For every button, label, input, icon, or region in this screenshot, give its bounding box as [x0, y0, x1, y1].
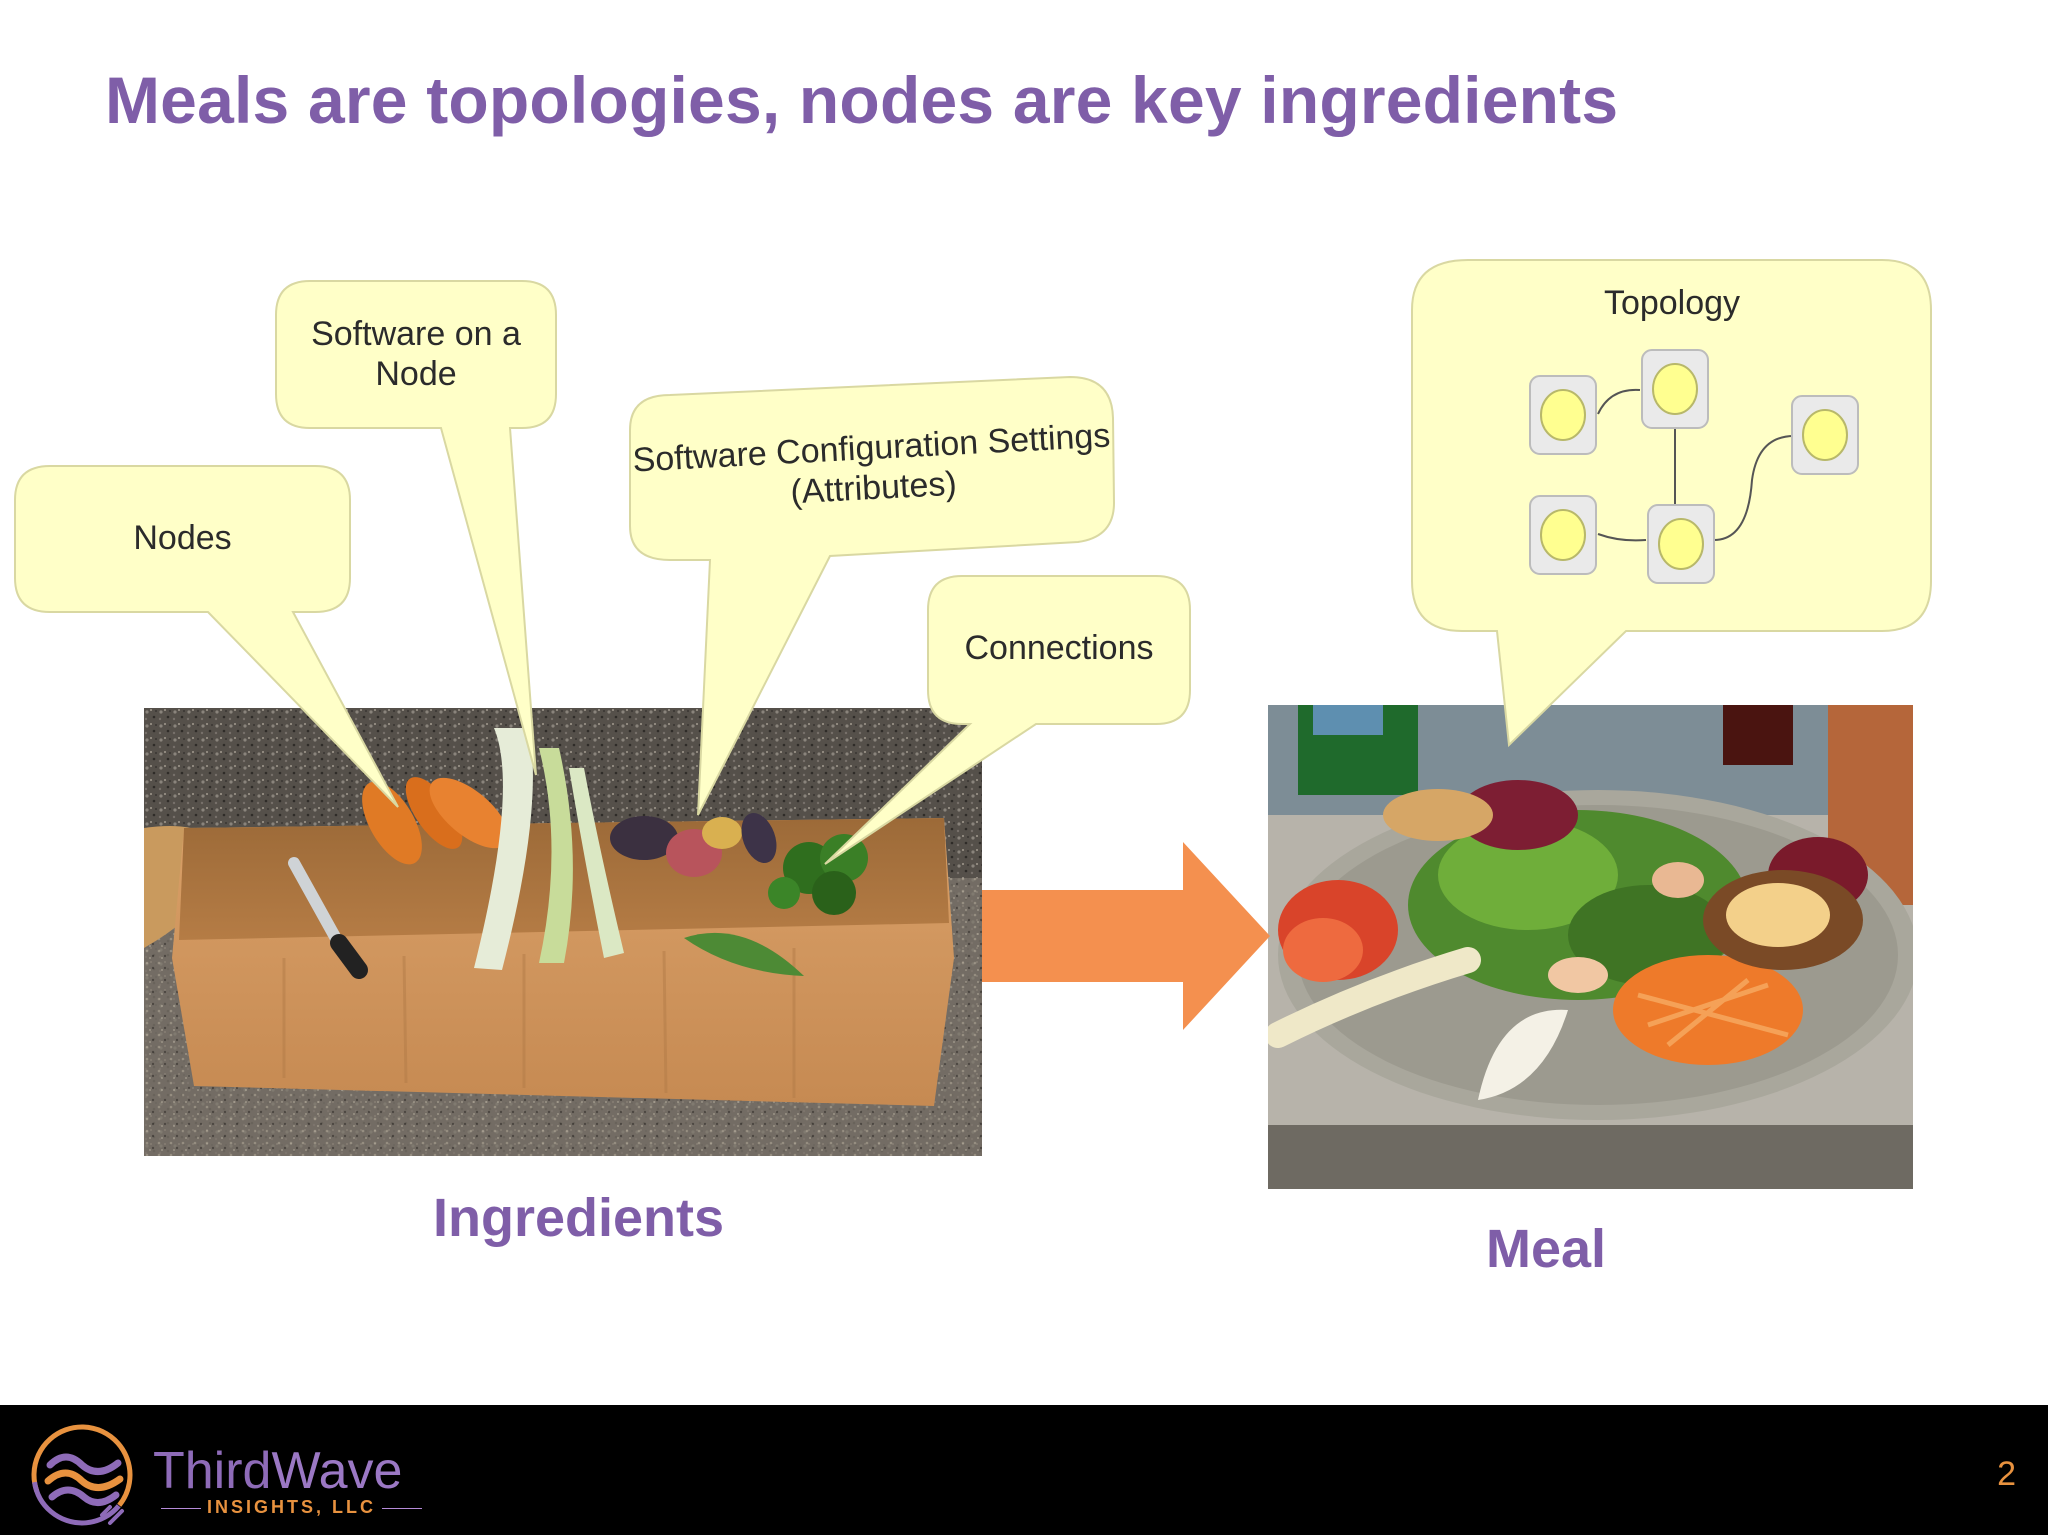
software-config-label: Software Configuration Settings (Attribu…: [631, 416, 1112, 512]
topology-nodes: [1529, 349, 1859, 584]
page-number: 2: [1997, 1455, 2016, 1493]
topology-callout: [1411, 259, 1932, 748]
topology-diagram: [1597, 388, 1795, 542]
nodes-label: Nodes: [133, 519, 232, 557]
brand-subtitle: INSIGHTS, LLC: [155, 1497, 428, 1518]
brand-third: Third: [153, 1442, 272, 1500]
topology-label: Topology: [1603, 284, 1741, 322]
footer-bar: ThirdWave INSIGHTS, LLC 2: [0, 1405, 2048, 1535]
brand-name: ThirdWave: [153, 1441, 402, 1501]
right-arrow-icon: [982, 842, 1270, 1030]
callouts-layer: [14, 259, 1932, 865]
software-on-node-label: Software on a Node: [311, 315, 521, 393]
meal-photo: [1268, 705, 1913, 1189]
brand-wave: Wave: [271, 1442, 403, 1500]
ingredients-photo: [144, 708, 982, 1156]
slide-title: Meals are topologies, nodes are key ingr…: [105, 63, 1619, 137]
meal-caption: Meal: [1486, 1219, 1607, 1279]
connections-label: Connections: [964, 629, 1154, 667]
ingredients-caption: Ingredients: [433, 1188, 725, 1248]
thirdwave-logo-icon: [31, 1424, 133, 1526]
